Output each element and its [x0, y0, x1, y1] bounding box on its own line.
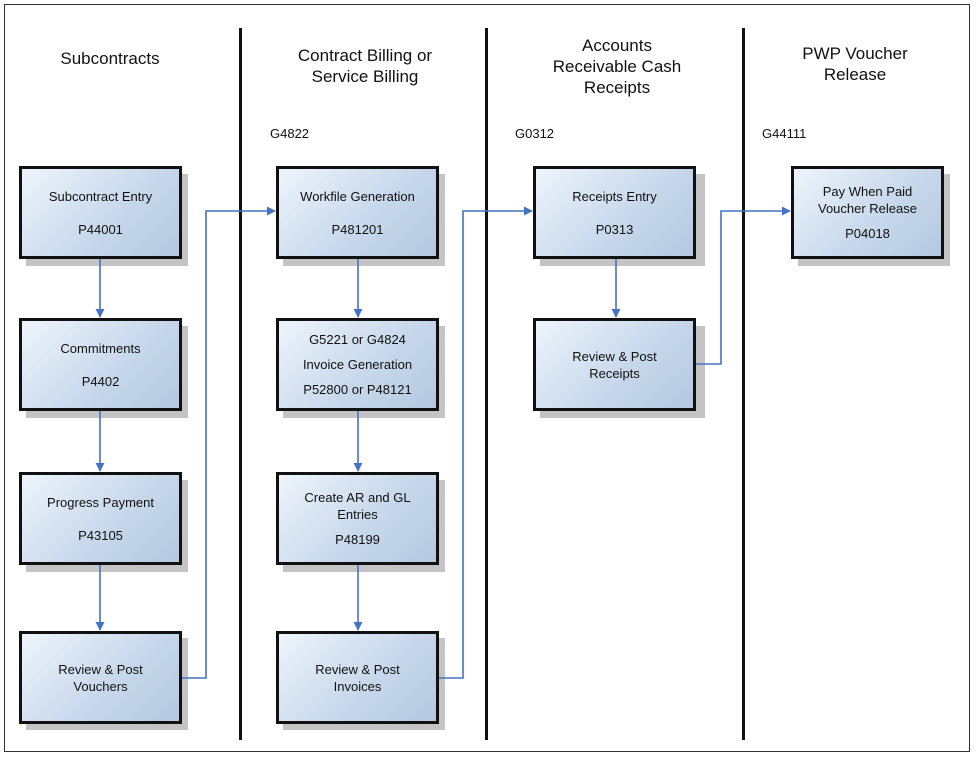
node-label: Commitments: [60, 340, 141, 356]
lane-header-pwp-voucher: PWP Voucher Release: [802, 44, 908, 84]
node-label: Subcontract Entry: [48, 188, 153, 204]
node-label: Invoice Generation: [302, 357, 413, 372]
node-receipts-entry: Receipts Entry P0313: [533, 166, 696, 259]
lane-header-subcontracts: Subcontracts: [60, 49, 160, 68]
node-code: P4402: [81, 373, 120, 389]
node-label: Review & Post Invoices: [315, 661, 400, 694]
group-code-g44111: G44111: [762, 126, 807, 141]
node-code: P48199: [335, 532, 380, 547]
lane-header-accounts-receivable: Accounts Receivable Cash Receipts: [552, 36, 682, 97]
node-subcontract-entry: Subcontract Entry P44001: [19, 166, 182, 259]
node-label: Receipts Entry: [572, 188, 657, 204]
node-invoice-generation: G5221 or G4824 Invoice Generation P52800…: [276, 318, 439, 411]
node-commitments: Commitments P4402: [19, 318, 182, 411]
node-label: Workfile Generation: [300, 188, 415, 204]
lane-separator: [239, 28, 242, 740]
lane-header-contract-billing: Contract Billing or Service Billing: [297, 46, 433, 86]
node-label: Create AR and GL Entries: [304, 490, 411, 522]
group-code-g4822: G4822: [270, 126, 310, 141]
node-review-post-receipts: Review & Post Receipts: [533, 318, 696, 411]
node-review-post-invoices: Review & Post Invoices: [276, 631, 439, 724]
lane-separator: [742, 28, 745, 740]
node-progress-payment: Progress Payment P43105: [19, 472, 182, 565]
node-workfile-generation: Workfile Generation P481201: [276, 166, 439, 259]
node-label: Pay When Paid Voucher Release: [817, 184, 917, 216]
node-review-post-vouchers: Review & Post Vouchers: [19, 631, 182, 724]
node-code: P52800 or P48121: [303, 382, 412, 397]
group-code-g0312: G0312: [515, 126, 555, 141]
node-label: Review & Post Receipts: [572, 348, 657, 381]
node-code: P04018: [845, 226, 890, 241]
arrow-invoices-to-receipts: [439, 206, 533, 679]
node-code: P0313: [595, 221, 634, 237]
node-label: Review & Post Vouchers: [58, 661, 143, 694]
node-label: Progress Payment: [47, 494, 154, 510]
lane-separator: [485, 28, 488, 740]
node-group-code: G5221 or G4824: [309, 332, 406, 347]
node-code: P481201: [331, 221, 384, 237]
node-create-ar-gl: Create AR and GL Entries P48199: [276, 472, 439, 565]
node-code: P44001: [78, 221, 123, 237]
node-pwp-voucher-release: Pay When Paid Voucher Release P04018: [791, 166, 944, 259]
arrow-vouchers-to-workfile: [182, 206, 276, 679]
node-code: P43105: [78, 527, 123, 543]
arrow-receipts-to-pwp: [696, 206, 791, 365]
